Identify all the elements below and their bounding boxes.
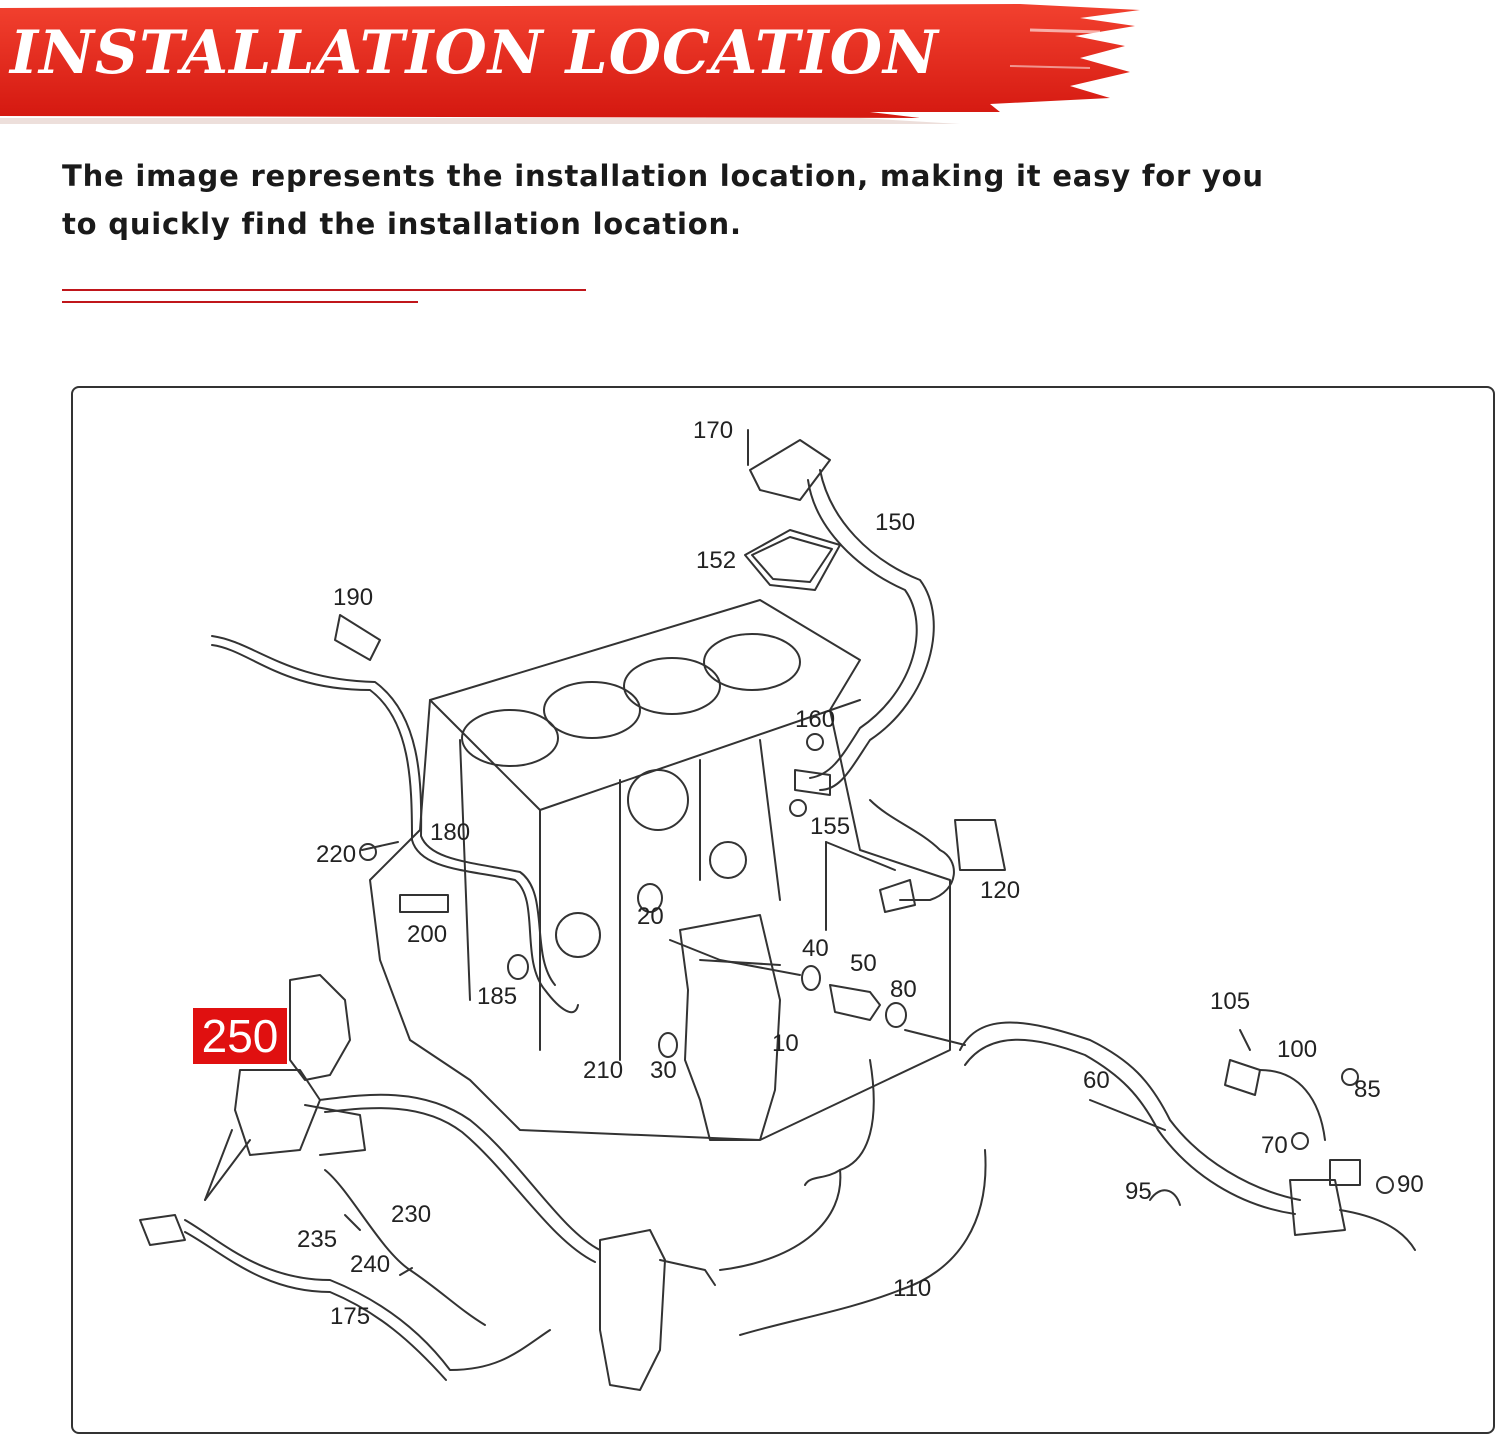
page-title: INSTALLATION LOCATION xyxy=(10,18,939,88)
part-label-90: 90 xyxy=(1397,1171,1424,1198)
part-label-20: 20 xyxy=(637,903,664,930)
part-label-175: 175 xyxy=(330,1303,370,1330)
part-label-235: 235 xyxy=(297,1226,337,1253)
part-label-160: 160 xyxy=(795,706,835,733)
accent-divider xyxy=(62,289,586,291)
part-label-150: 150 xyxy=(875,509,915,536)
highlighted-part-badge xyxy=(193,1008,287,1064)
part-label-210: 210 xyxy=(583,1057,623,1084)
title-banner xyxy=(0,4,1140,124)
part-label-80: 80 xyxy=(890,976,917,1003)
part-label-180: 180 xyxy=(430,819,470,846)
part-label-40: 40 xyxy=(802,935,829,962)
cylinder-bore xyxy=(543,681,641,739)
part-label-100: 100 xyxy=(1277,1036,1317,1063)
part-label-190: 190 xyxy=(333,584,373,611)
part-label-170: 170 xyxy=(693,417,733,444)
part-label-10: 10 xyxy=(772,1030,799,1057)
part-label-50: 50 xyxy=(850,950,877,977)
part-label-220: 220 xyxy=(316,841,356,868)
part-label-110: 110 xyxy=(893,1275,931,1302)
part-label-85: 85 xyxy=(1354,1076,1381,1103)
oil-filter-housing xyxy=(679,914,781,1141)
highlighted-part-label: 250 xyxy=(201,1010,279,1062)
cylinder-bore xyxy=(703,633,801,691)
part-label-30: 30 xyxy=(650,1057,677,1084)
part-label-120: 120 xyxy=(980,877,1020,904)
diagram-frame xyxy=(71,386,1495,1434)
highlighted-part-outline xyxy=(289,974,351,1081)
part-label-70: 70 xyxy=(1261,1132,1288,1159)
accent-divider-short xyxy=(62,301,418,303)
part-label-95: 95 xyxy=(1125,1178,1152,1205)
water-pump xyxy=(599,1229,666,1391)
description-text: The image represents the installation lo… xyxy=(62,159,1264,241)
part-label-200: 200 xyxy=(407,921,447,948)
part-label-185: 185 xyxy=(477,983,517,1010)
part-label-105: 105 xyxy=(1210,988,1250,1015)
cylinder-bore xyxy=(623,657,721,715)
part-label-155: 155 xyxy=(810,813,850,840)
cylinder-bore xyxy=(461,709,559,767)
part-label-60: 60 xyxy=(1083,1067,1110,1094)
part-label-230: 230 xyxy=(391,1201,431,1228)
part-label-240: 240 xyxy=(350,1251,390,1278)
part-label-152: 152 xyxy=(696,547,736,574)
